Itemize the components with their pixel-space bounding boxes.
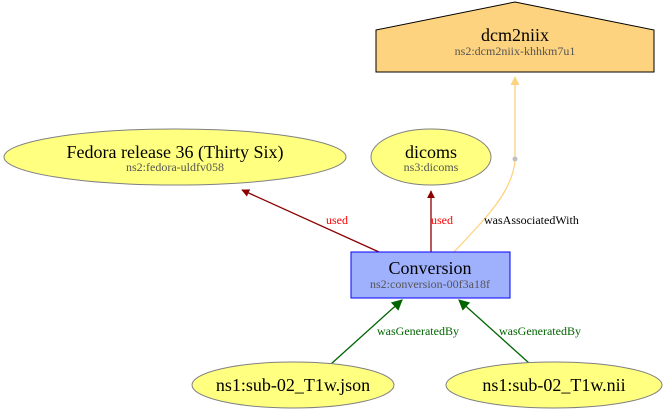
agent-subtitle: ns2:dcm2niix-khhkm7u1 [455, 44, 576, 58]
activity-node-conversion[interactable]: Conversion ns2:conversion-00f3a18f [350, 251, 511, 299]
json-file-title: ns1:sub-02_T1w.json [216, 375, 370, 395]
edge-midpoint-dot [512, 156, 518, 162]
agent-node-dcm2niix[interactable]: dcm2niix ns2:dcm2niix-khhkm7u1 [375, 1, 655, 73]
edge-was-associated-with: wasAssociatedWith [453, 76, 579, 253]
fedora-subtitle: ns2:fedora-uldfv058 [126, 160, 224, 174]
entity-node-dicoms[interactable]: dicoms ns3:dicoms [370, 128, 492, 186]
activity-box-conversion [350, 251, 511, 299]
edge-label-used-dicoms: used [431, 213, 453, 227]
dicoms-subtitle: ns3:dicoms [404, 160, 459, 174]
entity-node-json[interactable]: ns1:sub-02_T1w.json [191, 361, 395, 409]
entity-ellipse-fedora [3, 128, 347, 186]
edge-label-used-fedora: used [326, 213, 348, 227]
edge-label-generated-nii: wasGeneratedBy [499, 324, 581, 338]
conversion-subtitle: ns2:conversion-00f3a18f [370, 277, 490, 291]
edge-used-fedora: used [241, 189, 380, 253]
edge-used-dicoms: used [427, 190, 453, 252]
entity-ellipse-nii [445, 361, 663, 409]
conversion-title: Conversion [389, 258, 472, 278]
dicoms-title: dicoms [405, 142, 457, 162]
agent-house-shape [375, 1, 655, 73]
fedora-title: Fedora release 36 (Thirty Six) [67, 142, 284, 163]
entity-node-fedora[interactable]: Fedora release 36 (Thirty Six) ns2:fedor… [3, 128, 347, 186]
agent-title: dcm2niix [481, 25, 549, 45]
entity-node-nii[interactable]: ns1:sub-02_T1w.nii [445, 361, 663, 409]
edge-label-was-associated-with: wasAssociatedWith [484, 213, 579, 227]
entity-ellipse-json [191, 361, 395, 409]
nii-file-title: ns1:sub-02_T1w.nii [482, 375, 625, 395]
edge-generated-nii: wasGeneratedBy [458, 299, 581, 364]
entity-ellipse-dicoms [370, 128, 492, 186]
edge-generated-json: wasGeneratedBy [330, 299, 459, 365]
edge-label-generated-json: wasGeneratedBy [377, 324, 459, 338]
